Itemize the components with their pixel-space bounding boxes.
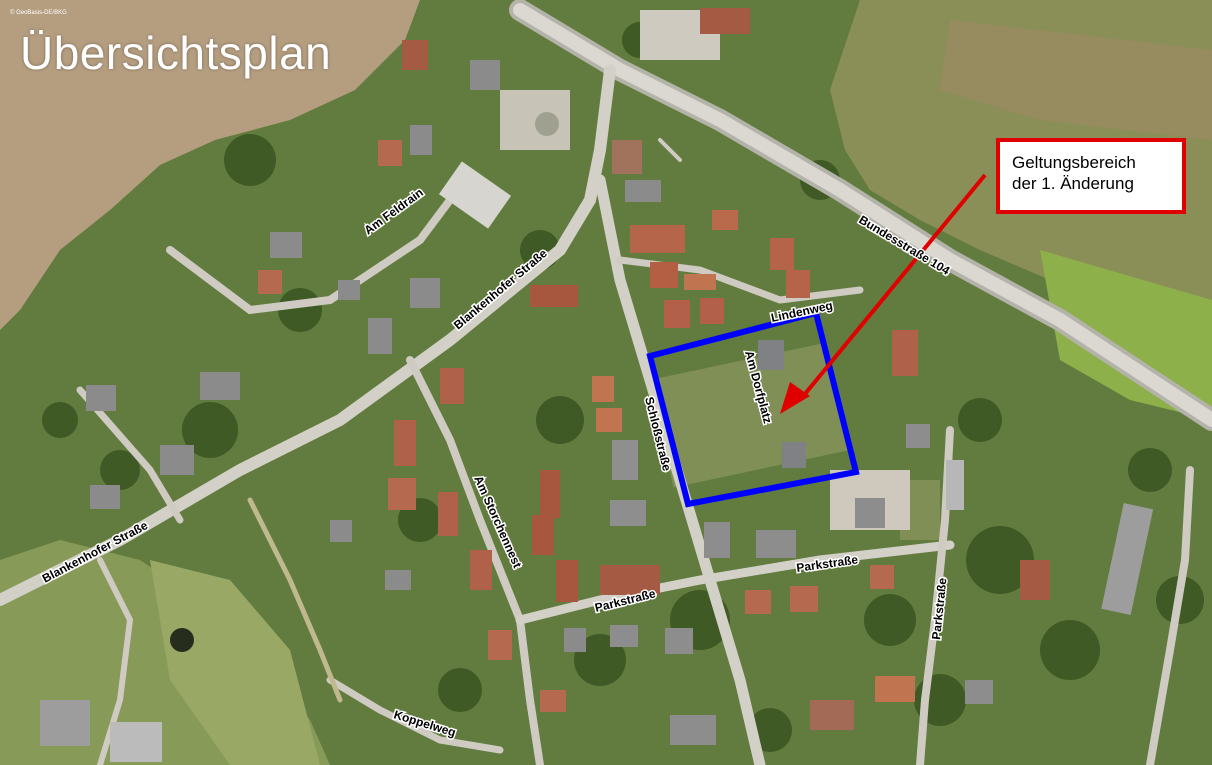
geltungsbereich-boundary: [646, 309, 860, 508]
callout-arrow: [780, 173, 987, 414]
callout-line-2: der 1. Änderung: [1012, 174, 1134, 193]
map-credit: © GeoBasis-DE/BKG: [10, 10, 67, 16]
map-title: Übersichtsplan: [20, 27, 332, 79]
field-northwest: [0, 0, 420, 330]
field-east: [1040, 250, 1212, 420]
callout-line-1: Geltungsbereich: [1012, 153, 1136, 172]
callout-box: Geltungsbereich der 1. Änderung: [996, 138, 1186, 214]
buildings: [40, 8, 1154, 762]
